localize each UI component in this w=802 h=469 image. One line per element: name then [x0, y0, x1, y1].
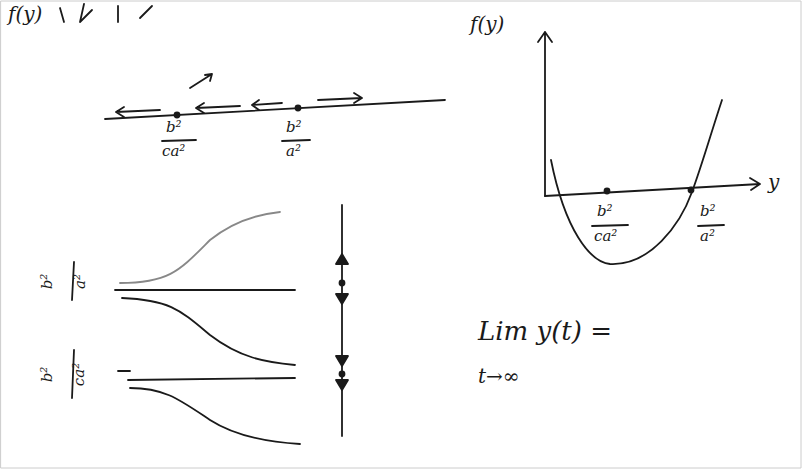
arrowhead-down [336, 294, 348, 304]
arrowhead-down [336, 356, 348, 366]
flow-arrow [196, 103, 240, 113]
math-label: b² [286, 120, 302, 135]
math-label: b² [166, 120, 182, 135]
flow-arrow [116, 107, 160, 117]
math-label: t→∞ [478, 366, 519, 386]
solution-curve [120, 212, 280, 283]
phase-line [105, 100, 445, 119]
scribble [60, 4, 152, 22]
math-label: Lim y(t) = [478, 318, 612, 344]
tick [118, 370, 130, 372]
flow-arrow [318, 93, 362, 103]
math-label: a² [700, 229, 715, 244]
math-label: a² [73, 274, 88, 289]
math-label: b² [597, 204, 613, 219]
phase-line [341, 205, 343, 436]
solution-curve [130, 388, 300, 444]
equilibrium-dot [340, 281, 345, 286]
math-label: ca² [594, 229, 617, 244]
arrowhead-up [336, 254, 348, 264]
parabola [551, 100, 722, 264]
equilibrium-line [115, 289, 295, 291]
math-label: f(y) [8, 4, 42, 24]
arrowhead-down [336, 380, 348, 390]
math-label: b² [41, 366, 56, 382]
dot [689, 188, 694, 193]
equilibrium-dot [340, 372, 345, 377]
scribble [190, 74, 212, 88]
fraction-bar [162, 140, 310, 141]
equilibrium-line [128, 378, 295, 380]
y-axis [538, 32, 552, 196]
fraction-bar [592, 225, 724, 226]
dot [605, 189, 610, 194]
math-label: a² [286, 144, 301, 159]
x-axis [545, 178, 760, 196]
equilibrium-dot [296, 106, 301, 111]
math-label: b² [41, 273, 56, 289]
math-label: y [768, 172, 779, 192]
flow-arrow [252, 100, 282, 110]
math-label: f(y) [470, 14, 504, 34]
math-label: ca² [162, 144, 185, 159]
solution-curve [122, 298, 295, 365]
math-label: b² [700, 204, 716, 219]
equilibrium-dot [175, 113, 180, 118]
math-label: ca² [72, 362, 87, 385]
